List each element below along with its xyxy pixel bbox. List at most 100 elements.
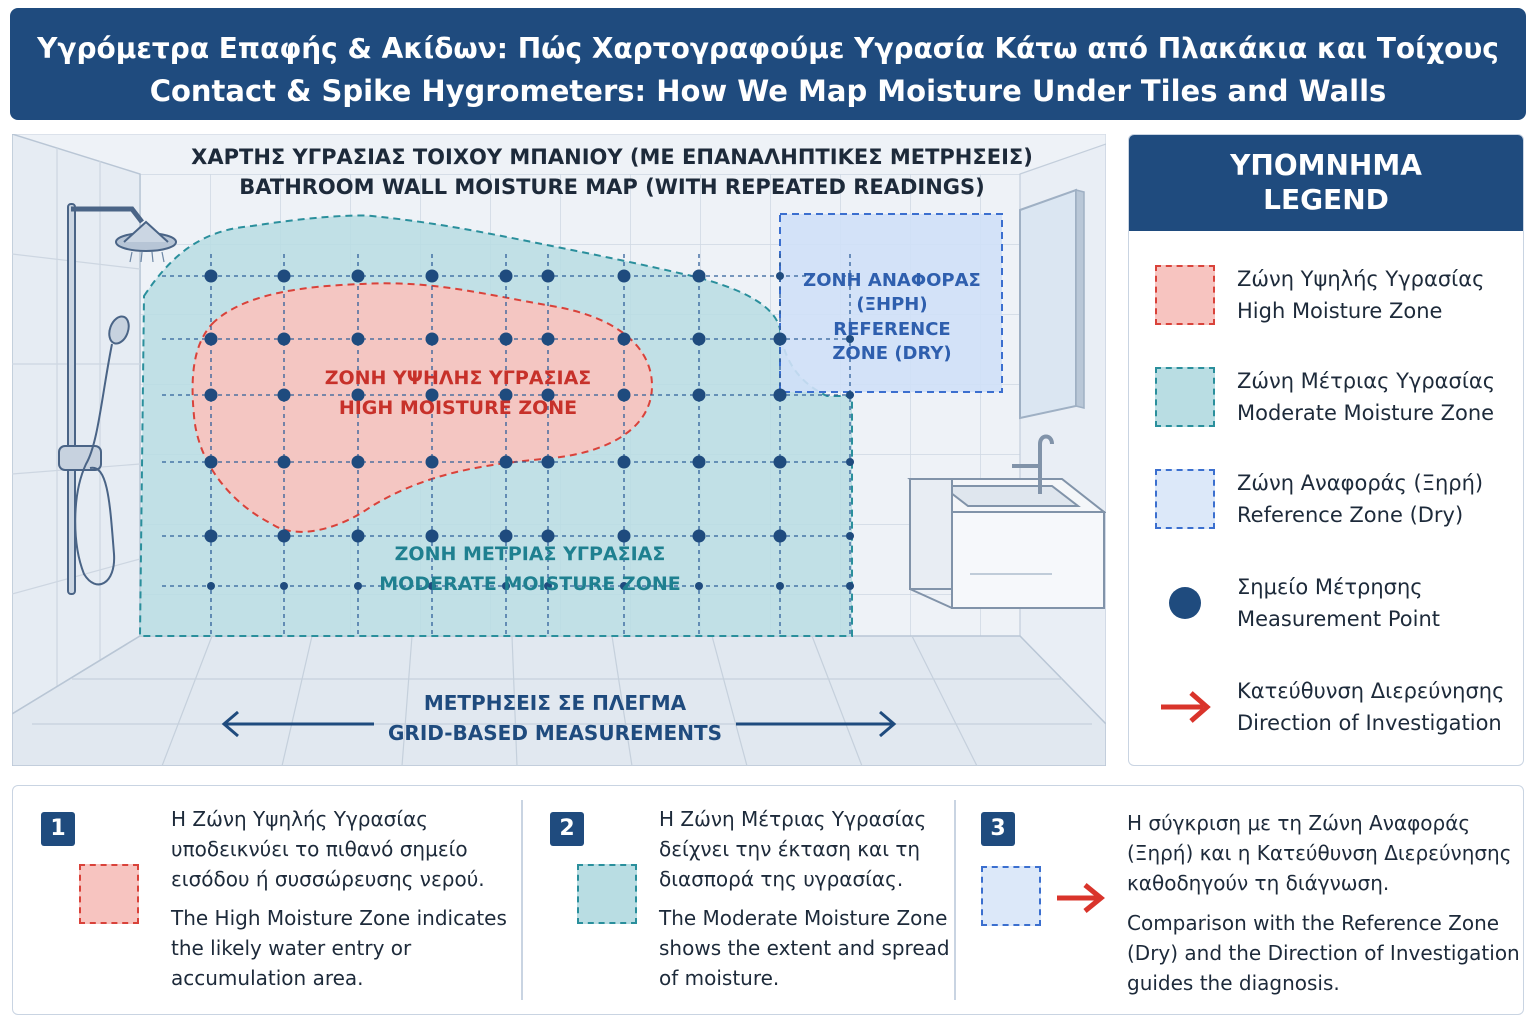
measurement-point (204, 332, 218, 346)
measurement-point (773, 455, 787, 469)
notes-divider-2 (954, 800, 956, 1000)
measurement-point (425, 388, 439, 402)
note-2-english-line: The Moderate Moisture Zone (659, 906, 948, 930)
reference-zone-swatch (1155, 469, 1215, 529)
note-3-reference-zone-swatch (981, 866, 1041, 926)
measurement-point (428, 582, 436, 590)
note-2-greek: Η Ζώνη Μέτριας Υγρασίας δείχνει την έκτα… (659, 804, 926, 894)
measurement-point (617, 529, 631, 543)
note-1-greek-line: Η Ζώνη Υψηλής Υγρασίας (171, 807, 429, 831)
measurement-point (617, 455, 631, 469)
note-2-number: 2 (550, 812, 584, 846)
note-1-number: 1 (41, 812, 75, 846)
note-1-english-line: accumulation area. (171, 966, 364, 990)
legend-high-english: High Moisture Zone (1237, 299, 1443, 323)
note-3-greek-line: (Ξηρή) και η Κατεύθυνση Διερεύνησης (1127, 841, 1512, 865)
moderate-zone-label-greek: ΖΟΝΗ ΜΕΤΡΙΑΣ ΥΓΡΑΣΙΑΣ (395, 543, 666, 565)
measurement-point (351, 269, 365, 283)
measurement-point (846, 391, 854, 399)
measurement-point (695, 582, 703, 590)
legend-title-greek: ΥΠΟΜΝΗΜΑ (1230, 149, 1422, 182)
moderate-zone-label-english: MODERATE MOISTURE ZONE (379, 573, 680, 595)
measurement-point (351, 388, 365, 402)
note-1-english-line: the likely water entry or (171, 936, 412, 960)
high-moisture-zone (191, 282, 654, 533)
shower-fixture (58, 203, 177, 595)
reference-zone-label-english-2: ZONE (DRY) (832, 343, 951, 364)
measurement-point (425, 269, 439, 283)
grid-label-greek: ΜΕΤΡΗΣΕΙΣ ΣΕ ΠΛΕΓΜΑ (424, 691, 687, 715)
legend-point-greek: Σημείο Μέτρησης (1237, 575, 1423, 599)
legend-reference-english: Reference Zone (Dry) (1237, 503, 1464, 527)
measurement-point (692, 269, 706, 283)
measurement-point (351, 529, 365, 543)
note-3-english-line: Comparison with the Reference Zone (1127, 911, 1500, 935)
direction-arrow-icon (1161, 691, 1211, 723)
measurement-point (541, 388, 555, 402)
high-zone-label-greek: ΖΟΝΗ ΥΨΗΛΗΣ ΥΓΡΑΣΙΑΣ (325, 367, 592, 389)
floor-tile-lines (32, 635, 1092, 766)
measurement-point (692, 388, 706, 402)
note-2-greek-line: Η Ζώνη Μέτριας Υγρασίας (659, 807, 927, 831)
measurement-point (541, 269, 555, 283)
legend-item-moderate: Ζώνη Μέτριας Υγρασίας Moderate Moisture … (1129, 353, 1523, 433)
legend-reference-greek: Ζώνη Αναφοράς (Ξηρή) (1237, 471, 1484, 495)
note-1-high-zone-swatch (79, 864, 139, 924)
legend-item-direction: Κατεύθυνση Διερεύνησης Direction of Inve… (1129, 663, 1523, 743)
sink-vanity (907, 434, 1106, 609)
measurement-point (692, 455, 706, 469)
note-1-greek-line: εισόδου ή συσσώρευσης νερού. (171, 867, 485, 891)
measurement-point (773, 388, 787, 402)
high-zone-swatch (1155, 265, 1215, 325)
measurement-point (499, 269, 513, 283)
measurement-point (204, 388, 218, 402)
legend-direction-greek: Κατεύθυνση Διερεύνησης (1237, 679, 1505, 703)
note-1-english-line: The High Moisture Zone indicates (171, 906, 507, 930)
title-english: Contact & Spike Hygrometers: How We Map … (149, 74, 1387, 108)
measurement-point (351, 455, 365, 469)
note-3-greek-line: καθοδηγούν τη διάγνωση. (1127, 871, 1390, 895)
measurement-point (204, 529, 218, 543)
note-2-moderate-zone-swatch (577, 864, 637, 924)
note-2-greek-line: δείχνει την έκταση και τη (659, 837, 921, 861)
note-3-english: Comparison with the Reference Zone (Dry)… (1127, 908, 1520, 998)
legend-item-measurement-point: Σημείο Μέτρησης Measurement Point (1129, 559, 1523, 639)
measurement-point (846, 458, 854, 466)
title-greek: Υγρόμετρα Επαφής & Ακίδων: Πώς Χαρτογραφ… (37, 32, 1499, 65)
legend-moderate-english: Moderate Moisture Zone (1237, 401, 1495, 425)
measurement-point (351, 332, 365, 346)
header-banner: Υγρόμετρα Επαφής & Ακίδων: Πώς Χαρτογραφ… (10, 8, 1526, 120)
measurement-point (846, 335, 854, 343)
note-3-number: 3 (981, 812, 1015, 846)
measurement-point-icon (1169, 587, 1201, 619)
measurement-point (277, 388, 291, 402)
high-zone-label-english: HIGH MOISTURE ZONE (339, 397, 577, 419)
measurement-point (207, 582, 215, 590)
measurement-point (204, 455, 218, 469)
notes-panel: 1 Η Ζώνη Υψηλής Υγρασίας υποδεικνύει το … (12, 785, 1524, 1015)
measurement-point (277, 332, 291, 346)
note-3-english-line: guides the diagnosis. (1127, 971, 1340, 995)
measurement-point (617, 269, 631, 283)
legend-high-greek: Ζώνη Υψηλής Υγρασίας (1237, 267, 1485, 291)
legend-title-english: LEGEND (1263, 183, 1389, 216)
measurement-point (277, 529, 291, 543)
measurement-points (204, 269, 854, 590)
measurement-point (776, 272, 784, 280)
legend-panel: ΥΠΟΜΝΗΜΑ LEGEND Ζώνη Υψηλής Υγρασίας Hig… (1128, 134, 1524, 766)
reference-zone-label-greek-1: ΖΟΝΗ ΑΝΑΦΟΡΑΣ (803, 270, 981, 291)
measurement-point (541, 455, 555, 469)
measurement-point (499, 455, 513, 469)
measurement-point (277, 269, 291, 283)
measurement-point (692, 529, 706, 543)
moderate-zone-swatch (1155, 367, 1215, 427)
note-3-english-line: (Dry) and the Direction of Investigation (1127, 941, 1520, 965)
note-1-greek-line: υποδεικνύει το πιθανό σημείο (171, 837, 468, 861)
legend-header: ΥΠΟΜΝΗΜΑ LEGEND (1129, 135, 1523, 231)
measurement-point (280, 582, 288, 590)
measurement-point (773, 529, 787, 543)
reference-zone-label-greek-2: (ΞΗΡΗ) (856, 294, 927, 315)
note-3-greek: Η σύγκριση με τη Ζώνη Αναφοράς (Ξηρή) κα… (1127, 808, 1511, 898)
measurement-point (354, 582, 362, 590)
note-2-greek-line: διασπορά της υγρασίας. (659, 867, 904, 891)
